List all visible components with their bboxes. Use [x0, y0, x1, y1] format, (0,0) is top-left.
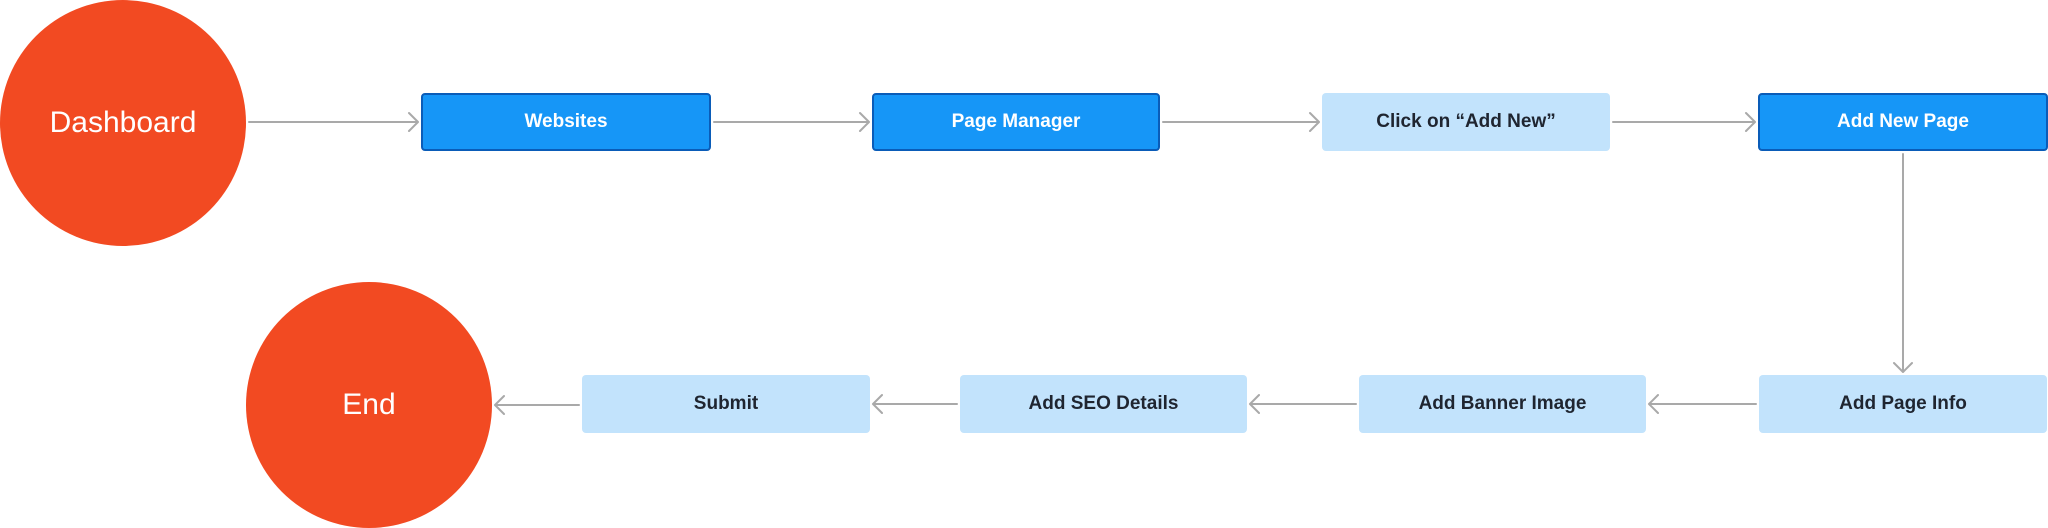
step-add-banner-image-label: Add Banner Image: [1418, 393, 1587, 414]
step-page-manager: Page Manager: [872, 93, 1160, 151]
step-websites: Websites: [421, 93, 711, 151]
step-add-new-page-label: Add New Page: [1837, 111, 1969, 132]
step-add-page-info: Add Page Info: [1759, 375, 2047, 433]
connector-arrow-click-add-new-to-add-new-page: [1612, 112, 1756, 132]
start-node: Dashboard: [0, 0, 246, 246]
connector-arrow-add-seo-details-to-submit: [872, 394, 958, 414]
step-submit: Submit: [582, 375, 870, 433]
connector-arrow-websites-to-page-manager: [713, 112, 870, 132]
end-node: End: [246, 282, 492, 528]
step-add-new-page: Add New Page: [1758, 93, 2048, 151]
connector-arrow-add-banner-image-to-add-seo-details: [1249, 394, 1357, 414]
connector-arrow-start-to-websites: [248, 112, 419, 132]
step-add-page-info-label: Add Page Info: [1839, 393, 1967, 414]
step-add-banner-image: Add Banner Image: [1359, 375, 1646, 433]
step-websites-label: Websites: [524, 111, 608, 132]
step-add-seo-details: Add SEO Details: [960, 375, 1247, 433]
connector-arrow-submit-to-end: [494, 395, 580, 415]
connector-arrow-page-manager-to-click-add-new: [1162, 112, 1320, 132]
step-add-seo-details-label: Add SEO Details: [1028, 393, 1179, 414]
end-node-label: End: [342, 388, 396, 421]
step-submit-label: Submit: [693, 393, 759, 414]
connector-arrow-add-page-info-to-add-banner-image: [1648, 394, 1757, 414]
step-click-add-new: Click on “Add New”: [1322, 93, 1610, 151]
connector-arrow-add-new-page-to-add-page-info: [1893, 153, 1913, 373]
step-click-add-new-label: Click on “Add New”: [1376, 111, 1556, 132]
start-node-label: Dashboard: [49, 106, 197, 139]
step-page-manager-label: Page Manager: [951, 111, 1081, 132]
